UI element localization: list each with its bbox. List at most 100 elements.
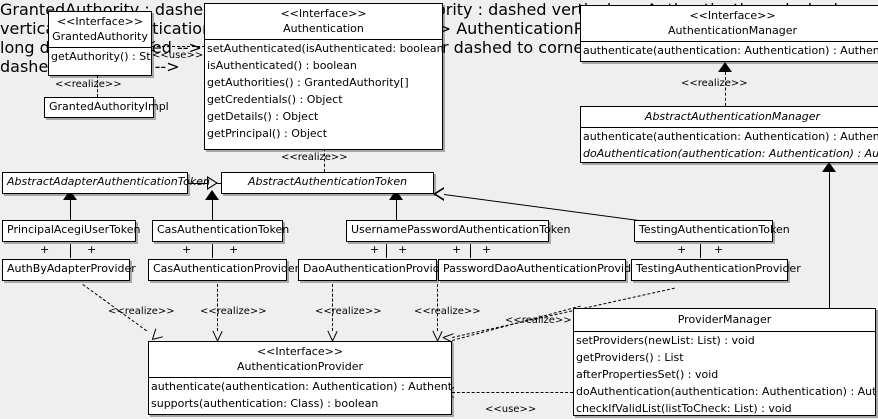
class-header-principal-acegi-user-token: PrincipalAcegiUserToken bbox=[3, 221, 141, 239]
arrowhead-inner-fill bbox=[208, 178, 216, 188]
class-box-principal-acegi-user-token[interactable]: PrincipalAcegiUserToken bbox=[2, 220, 141, 242]
edge-generalization-casauthenticationtoken bbox=[212, 196, 213, 220]
edge-assoc-userpasstoken-daoprovider bbox=[386, 244, 387, 258]
class-operations-granted-authority: getAuthority() : String bbox=[49, 47, 151, 65]
class-header-username-password-authentication-token: UsernamePasswordAuthenticationToken bbox=[347, 221, 571, 239]
edge-label-use-grantedauthority: <<use>> bbox=[152, 50, 204, 61]
arrowhead-realize-authprovider-a bbox=[146, 328, 163, 340]
class-name: AbstractAdapterAuthenticationToken bbox=[7, 175, 210, 188]
class-member: getProviders() : List bbox=[576, 351, 684, 364]
class-box-abstract-authentication-manager[interactable]: AbstractAuthenticationManager authentica… bbox=[580, 106, 878, 163]
plus-marker: + bbox=[398, 243, 408, 256]
arrowhead-generalization-abstracttoken-cas bbox=[205, 190, 219, 200]
class-box-abstract-authentication-token[interactable]: AbstractAuthenticationToken bbox=[221, 172, 434, 194]
class-operations-abstract-authentication-manager: authenticate(authentication: Authenticat… bbox=[581, 127, 878, 162]
edge-label-realize-grantedauthorityimpl: <<realize>> bbox=[55, 79, 122, 90]
edge-assoc-principaltoken-authbyadapter bbox=[70, 244, 71, 258]
edge-label-realize-daoprovider: <<realize>> bbox=[315, 306, 382, 317]
class-operations-authentication-manager: authenticate(authentication: Authenticat… bbox=[581, 41, 878, 59]
class-name: ProviderManager bbox=[677, 313, 772, 326]
class-name: AbstractAuthenticationToken bbox=[247, 175, 408, 188]
class-name: TestingAuthenticationToken bbox=[639, 223, 790, 236]
class-name: TestingAuthenticationProvider bbox=[636, 262, 801, 275]
class-box-dao-authentication-provider[interactable]: DaoAuthenticationProvider bbox=[298, 259, 451, 281]
class-name: Authentication bbox=[283, 22, 364, 35]
class-name: AuthByAdapterProvider bbox=[7, 262, 136, 275]
class-member: setAuthenticated(isAuthenticated: boolea… bbox=[207, 42, 442, 55]
class-name: PrincipalAcegiUserToken bbox=[7, 223, 141, 236]
plus-marker: + bbox=[482, 243, 492, 256]
edge-use-authentication-grantedauthority bbox=[152, 46, 205, 47]
class-header-testing-authentication-provider: TestingAuthenticationProvider bbox=[632, 260, 801, 278]
class-box-testing-authentication-token[interactable]: TestingAuthenticationToken bbox=[634, 220, 790, 242]
plus-marker: + bbox=[677, 243, 687, 256]
class-box-authentication-manager[interactable]: <<Interface>> AuthenticationManager auth… bbox=[580, 5, 878, 62]
edge-realize-grantedauthorityimpl bbox=[97, 75, 98, 97]
edge-label-realize-passworddaoprovider: <<realize>> bbox=[414, 306, 481, 317]
class-stereotype: <<Interface>> bbox=[256, 345, 344, 358]
class-operations-authentication: setAuthenticated(isAuthenticated: boolea… bbox=[205, 39, 442, 142]
edge-realize-casprovider bbox=[217, 284, 218, 331]
arrowhead-generalization-abstracttoken-userpass bbox=[389, 190, 403, 200]
class-box-testing-authentication-provider[interactable]: TestingAuthenticationProvider bbox=[631, 259, 801, 281]
class-member: getCredentials() : Object bbox=[207, 93, 343, 106]
class-member: authenticate(authentication: Authenticat… bbox=[583, 44, 878, 57]
plus-marker: + bbox=[452, 243, 462, 256]
class-member: authenticate(authentication: Authenticat… bbox=[151, 380, 451, 393]
class-box-abstract-adapter-authentication-token[interactable]: AbstractAdapterAuthenticationToken bbox=[2, 172, 210, 194]
class-header-granted-authority: <<Interface>> GrantedAuthority bbox=[49, 12, 151, 47]
class-member: getAuthority() : String bbox=[51, 50, 151, 63]
class-member: isAuthenticated() : boolean bbox=[207, 59, 357, 72]
class-header-abstract-authentication-token: AbstractAuthenticationToken bbox=[222, 173, 433, 191]
class-header-provider-manager: ProviderManager bbox=[574, 309, 875, 331]
class-name: CasAuthenticationProvider bbox=[153, 262, 300, 275]
plus-marker: + bbox=[370, 243, 380, 256]
edge-label-realize-authbyadapter: <<realize>> bbox=[108, 306, 175, 317]
class-operations-provider-manager: setProviders(newList: List) : void getPr… bbox=[574, 331, 875, 417]
class-member: supports(authentication: Class) : boolea… bbox=[151, 397, 379, 410]
class-box-cas-authentication-token[interactable]: CasAuthenticationToken bbox=[152, 220, 289, 242]
class-name: PasswordDaoAuthenticationProvider bbox=[443, 262, 643, 275]
arrowhead-inner-fill-testing bbox=[436, 189, 444, 199]
class-box-authentication-provider[interactable]: <<Interface>> AuthenticationProvider aut… bbox=[148, 341, 452, 415]
class-header-auth-by-adapter-provider: AuthByAdapterProvider bbox=[3, 260, 136, 278]
class-header-authentication-manager: <<Interface>> AuthenticationManager bbox=[581, 6, 878, 41]
class-member: doAuthentication(authentication: Authent… bbox=[583, 147, 878, 160]
class-box-auth-by-adapter-provider[interactable]: AuthByAdapterProvider bbox=[2, 259, 136, 281]
plus-marker: + bbox=[229, 243, 239, 256]
class-member: checkIfValidList(listToCheck: List) : vo… bbox=[576, 402, 792, 415]
class-stereotype: <<Interface>> bbox=[56, 15, 144, 28]
class-stereotype: <<Interface>> bbox=[689, 9, 776, 22]
edge-generalization-principalacegiusertoken bbox=[70, 196, 71, 220]
class-stereotype: <<Interface>> bbox=[280, 7, 367, 20]
class-box-cas-authentication-provider[interactable]: CasAuthenticationProvider bbox=[148, 259, 300, 281]
class-box-username-password-authentication-token[interactable]: UsernamePasswordAuthenticationToken bbox=[346, 220, 571, 242]
class-member: getAuthorities() : GrantedAuthority[] bbox=[207, 76, 409, 89]
class-header-password-dao-authentication-provider: PasswordDaoAuthenticationProvider bbox=[439, 260, 643, 278]
class-member: authenticate(authentication: Authenticat… bbox=[583, 130, 878, 143]
plus-marker: + bbox=[182, 243, 192, 256]
class-box-granted-authority[interactable]: <<Interface>> GrantedAuthority getAuthor… bbox=[48, 11, 152, 76]
edge-assoc-castoken-casprovider bbox=[212, 244, 213, 258]
class-header-granted-authority-impl: GrantedAuthorityImpl bbox=[45, 98, 169, 116]
class-header-authentication: <<Interface>> Authentication bbox=[205, 4, 442, 39]
class-name: AbstractAuthenticationManager bbox=[644, 110, 821, 123]
edge-label-realize-abstractauthenticationmanager: <<realize>> bbox=[681, 78, 748, 89]
arrowhead-generalization-abstractadaptertoken bbox=[63, 190, 77, 200]
class-header-abstract-authentication-manager: AbstractAuthenticationManager bbox=[581, 107, 878, 127]
class-box-granted-authority-impl[interactable]: GrantedAuthorityImpl bbox=[44, 97, 169, 118]
class-member: setProviders(newList: List) : void bbox=[576, 334, 755, 347]
class-header-cas-authentication-token: CasAuthenticationToken bbox=[153, 221, 289, 239]
class-header-cas-authentication-provider: CasAuthenticationProvider bbox=[149, 260, 300, 278]
edge-generalization-usernamepasswordtoken bbox=[396, 196, 397, 220]
edge-label-realize-abstractauthenticationtoken: <<realize>> bbox=[281, 152, 348, 163]
edge-realize-passworddaoprovider bbox=[437, 284, 438, 331]
class-member: getDetails() : Object bbox=[207, 110, 319, 123]
class-box-provider-manager[interactable]: ProviderManager setProviders(newList: Li… bbox=[573, 308, 876, 416]
edge-label-use-providermanager: <<use>> bbox=[485, 404, 537, 415]
class-box-authentication[interactable]: <<Interface>> Authentication setAuthenti… bbox=[204, 3, 443, 150]
edge-assoc-testingtoken-testingprovider bbox=[700, 244, 701, 258]
class-box-password-dao-authentication-provider[interactable]: PasswordDaoAuthenticationProvider bbox=[438, 259, 643, 281]
edge-realize-abstractauthenticationmanager bbox=[725, 72, 726, 106]
